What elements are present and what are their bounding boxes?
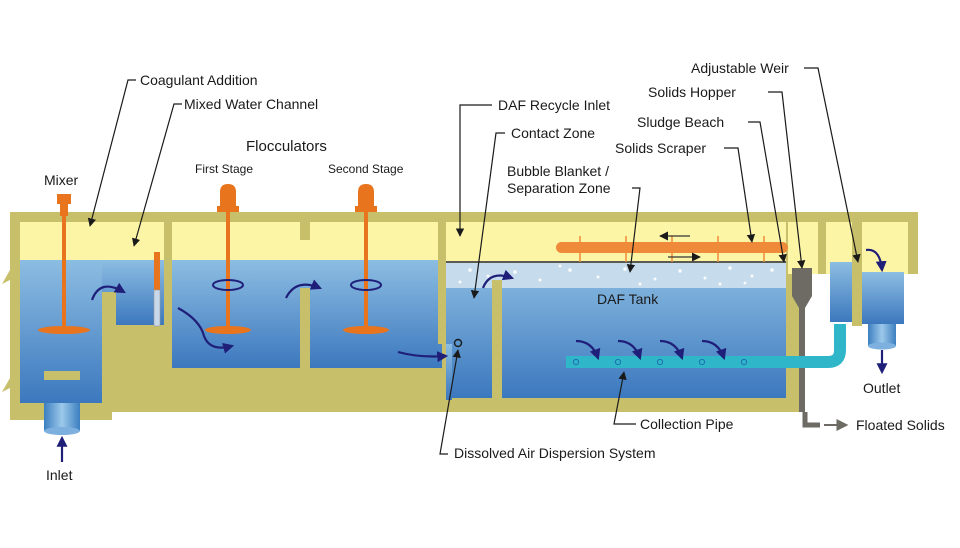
label-contact-zone: Contact Zone bbox=[511, 125, 595, 141]
label-coagulant-addition: Coagulant Addition bbox=[140, 72, 258, 88]
label-mixer: Mixer bbox=[44, 172, 79, 188]
flocculator-tanks bbox=[172, 222, 446, 370]
mixer bbox=[38, 194, 90, 334]
label-bubble-blanket: Bubble Blanket / bbox=[507, 163, 609, 179]
label-inlet: Inlet bbox=[46, 467, 73, 483]
label-daf-tank: DAF Tank bbox=[597, 291, 659, 307]
label-second-stage: Second Stage bbox=[328, 162, 404, 176]
label-sludge-beach: Sludge Beach bbox=[637, 114, 724, 130]
flocculator-second-stage bbox=[343, 184, 389, 334]
label-first-stage: First Stage bbox=[195, 162, 253, 176]
collection-pipe bbox=[566, 324, 846, 368]
air-nozzle bbox=[453, 338, 463, 348]
label-flocculators: Flocculators bbox=[246, 138, 327, 155]
label-separation-zone: Separation Zone bbox=[507, 180, 611, 196]
solids-scraper bbox=[556, 231, 788, 262]
daf-tank bbox=[446, 222, 786, 400]
label-floated-solids: Floated Solids bbox=[856, 417, 945, 433]
inlet-pipe bbox=[44, 403, 80, 435]
flow-arrows bbox=[56, 248, 888, 462]
label-dissolved-air-dispersion: Dissolved Air Dispersion System bbox=[454, 445, 656, 461]
outlet-pipe bbox=[868, 324, 896, 346]
text-labels: Coagulant Addition Mixed Water Channel M… bbox=[44, 60, 945, 483]
outlet-chambers bbox=[826, 222, 908, 350]
label-collection-pipe: Collection Pipe bbox=[640, 416, 734, 432]
label-daf-recycle-inlet: DAF Recycle Inlet bbox=[498, 97, 610, 113]
label-adjustable-weir: Adjustable Weir bbox=[691, 60, 789, 76]
label-solids-scraper: Solids Scraper bbox=[615, 140, 706, 156]
label-outlet: Outlet bbox=[863, 380, 900, 396]
leader-lines bbox=[87, 67, 861, 455]
flocculator-first-stage bbox=[205, 184, 251, 334]
label-solids-hopper: Solids Hopper bbox=[648, 84, 736, 100]
label-mixed-water-channel: Mixed Water Channel bbox=[184, 96, 318, 112]
bubbles bbox=[458, 264, 774, 286]
